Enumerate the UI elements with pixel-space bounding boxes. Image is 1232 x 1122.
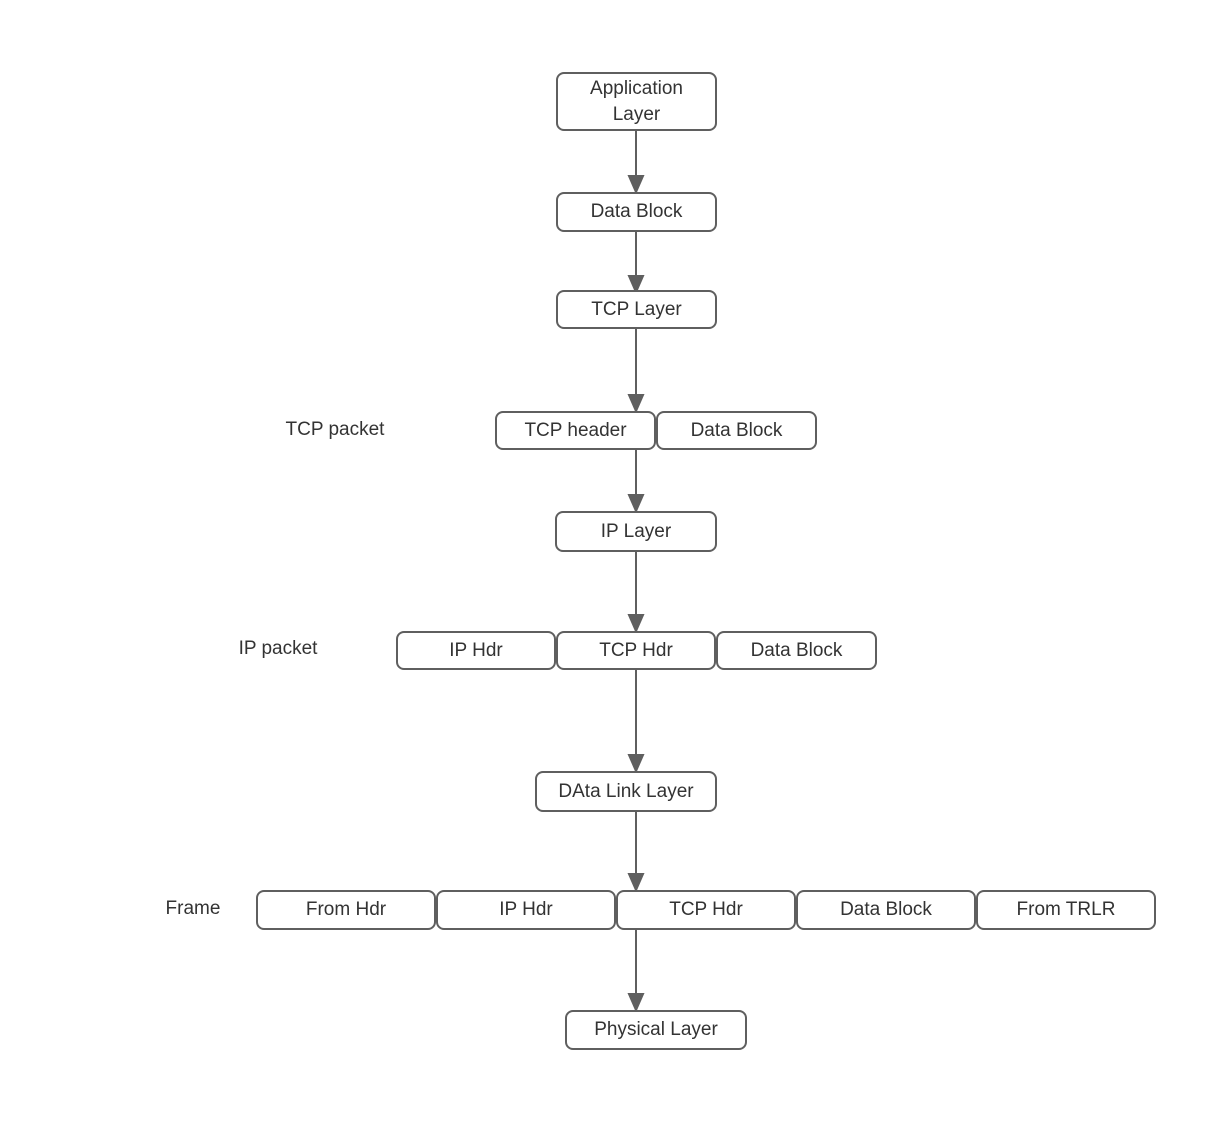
node-ip-layer: IP Layer bbox=[555, 511, 717, 552]
node-label: From TRLR bbox=[1016, 899, 1116, 920]
node-data-block-top: Data Block bbox=[556, 192, 717, 232]
node-ip-data-block: Data Block bbox=[716, 631, 877, 670]
row-label-tcp-packet: TCP packet bbox=[285, 419, 385, 440]
node-label: DAta Link Layer bbox=[558, 780, 694, 802]
arrowhead-icon bbox=[627, 494, 645, 514]
node-ip-tcp-hdr: TCP Hdr bbox=[556, 631, 716, 670]
node-frame-ip-hdr: IP Hdr bbox=[436, 890, 616, 930]
node-label: IP Hdr bbox=[449, 639, 503, 661]
node-label: From Hdr bbox=[305, 899, 387, 920]
arrowhead-icon bbox=[627, 993, 645, 1013]
node-tcp-header: TCP header bbox=[495, 411, 656, 450]
node-frame-data-block: Data Block bbox=[796, 890, 976, 930]
node-data-link-layer: DAta Link Layer bbox=[535, 771, 717, 812]
node-tcp-data-block: Data Block bbox=[656, 411, 817, 450]
node-physical-layer: Physical Layer bbox=[565, 1010, 747, 1050]
row-label-frame: Frame bbox=[165, 898, 221, 919]
node-label: TCP header bbox=[524, 419, 627, 441]
row-label-ip-packet: IP packet bbox=[238, 638, 318, 659]
node-label: Data Block bbox=[690, 419, 783, 441]
arrowhead-icon bbox=[627, 873, 645, 893]
node-label: TCP Hdr bbox=[669, 899, 743, 920]
node-label: Application Layer bbox=[590, 77, 683, 125]
node-label: Data Block bbox=[590, 201, 683, 222]
arrowhead-icon bbox=[627, 754, 645, 774]
node-label: IP Hdr bbox=[499, 899, 553, 920]
node-label: TCP Layer bbox=[591, 298, 682, 320]
arrowhead-icon bbox=[627, 175, 645, 195]
node-tcp-layer: TCP Layer bbox=[556, 290, 717, 329]
arrowhead-icon bbox=[627, 394, 645, 414]
node-label: IP Layer bbox=[600, 520, 672, 542]
node-frame-tcp-hdr: TCP Hdr bbox=[616, 890, 796, 930]
node-frame-from-hdr: From Hdr bbox=[256, 890, 436, 930]
node-label: Data Block bbox=[750, 639, 843, 661]
node-label: Physical Layer bbox=[594, 1019, 718, 1040]
node-ip-hdr: IP Hdr bbox=[396, 631, 556, 670]
node-frame-from-trlr: From TRLR bbox=[976, 890, 1156, 930]
node-application-layer: Application Layer bbox=[556, 72, 717, 131]
node-label: Data Block bbox=[840, 899, 932, 920]
arrowhead-icon bbox=[627, 614, 645, 634]
node-label: TCP Hdr bbox=[599, 639, 673, 661]
